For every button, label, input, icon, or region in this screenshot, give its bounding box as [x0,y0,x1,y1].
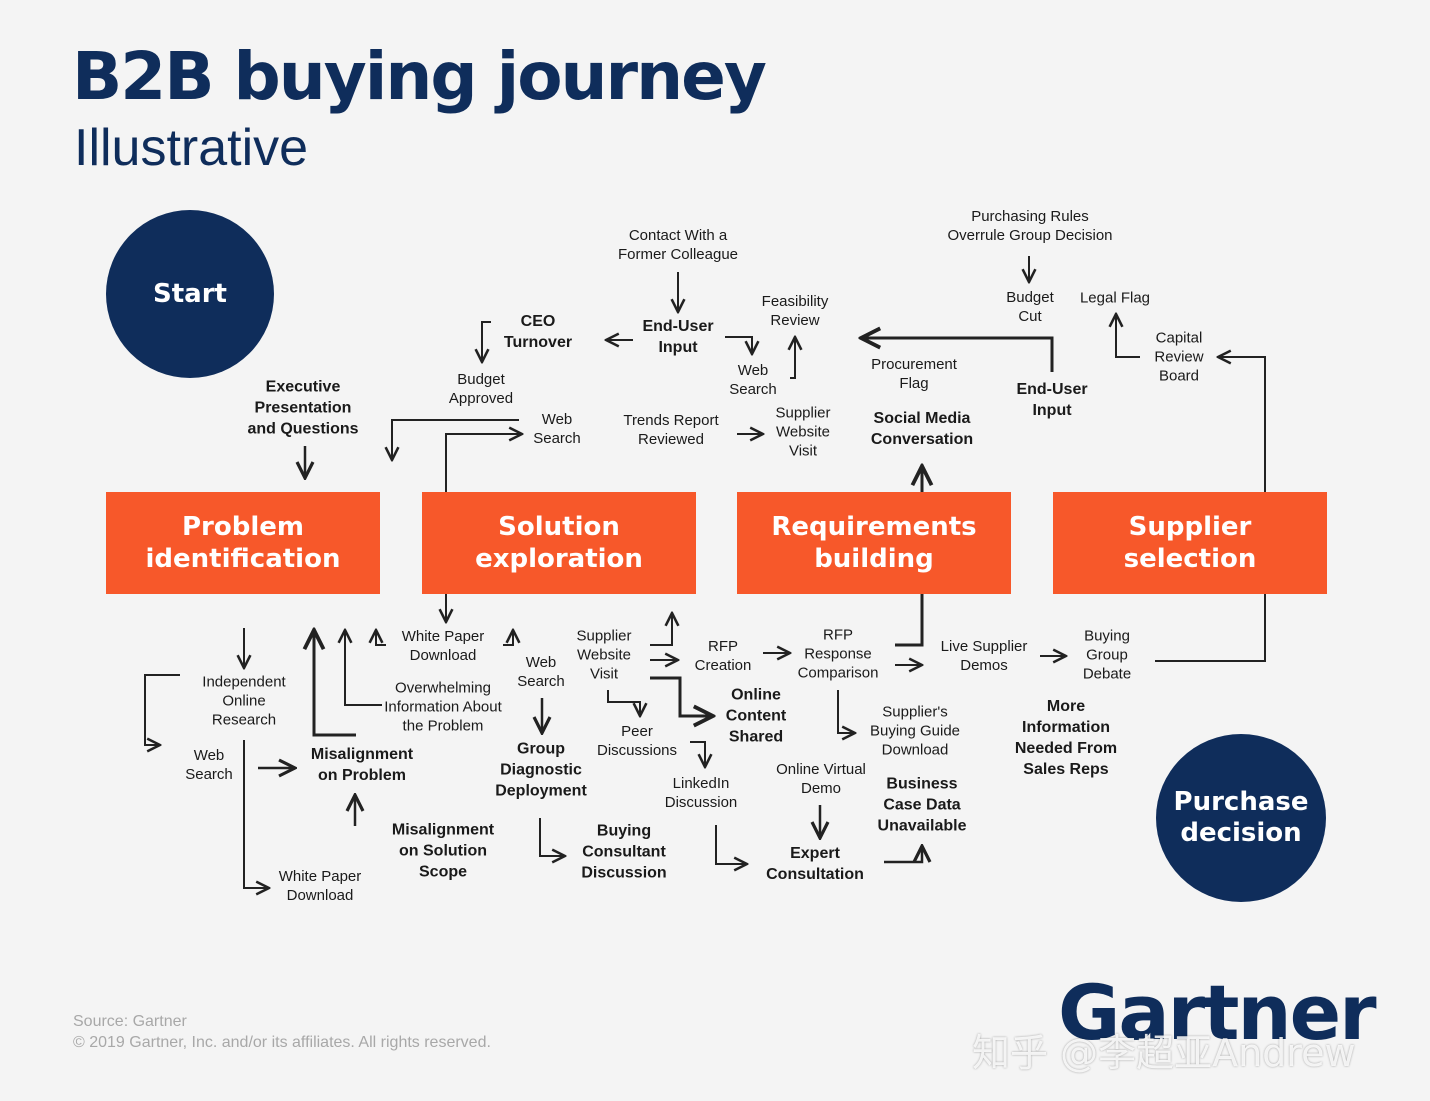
node-feasibility-review: Feasibility Review [761,293,829,329]
node-overwhelming-info: Overwhelming Information About the Probl… [384,679,502,735]
node-supplier-website-bottom: Supplier Website Visit [576,627,632,683]
node-ceo-turnover: CEO Turnover [503,313,573,351]
stage-label: Solution exploration [475,512,643,574]
copyright-note: © 2019 Gartner, Inc. and/or its affiliat… [73,1034,491,1051]
stage-problem-identification: Problem identification [106,492,380,594]
stage-supplier-selection: Supplier selection [1053,492,1327,594]
node-business-case-data: Business Case Data Unavailable [877,775,967,835]
node-suppliers-buying-guide: Supplier's Buying Guide Download [869,703,961,759]
watermark: 知乎 @李超亚Andrew [972,1031,1356,1075]
page-subtitle: Illustrative [74,119,309,177]
node-online-virtual-demo: Online Virtual Demo [776,761,866,797]
start-circle: Start [106,210,274,378]
node-trends-report: Trends Report Reviewed [623,412,719,448]
stage-label: Requirements building [771,512,977,574]
stage-requirements-building: Requirements building [737,492,1011,594]
gartner-logo: Gartner [1058,968,1377,1057]
node-capital-review-board: Capital Review Board [1154,329,1204,385]
node-executive-presentation: Executive Presentation and Questions [247,378,359,438]
node-white-paper-bottom: White Paper Download [278,868,362,904]
node-purchasing-rules: Purchasing Rules Overrule Group Decision [947,208,1113,244]
node-end-user-input-top: End-User Input [642,318,714,356]
stage-label: Problem identification [145,512,341,574]
node-expert-consultation: Expert Consultation [766,845,864,883]
node-web-search-bottom-left: Web Search [185,747,233,783]
node-white-paper-mid: White Paper Download [401,628,485,664]
node-budget-cut: Budget Cut [1006,289,1054,325]
node-web-search-top-right: Web Search [729,362,777,398]
node-web-search-top-left: Web Search [533,411,581,447]
node-end-user-input-right: End-User Input [1016,381,1088,419]
node-procurement-flag: Procurement Flag [871,356,957,392]
node-independent-research: Independent Online Research [202,673,286,729]
node-buying-group-debate: Buying Group Debate [1082,627,1132,683]
node-live-supplier-demos: Live Supplier Demos [940,638,1028,674]
node-buying-consultant: Buying Consultant Discussion [581,822,667,882]
node-budget-approved: Budget Approved [448,371,514,407]
purchase-decision-label: Purchase decision [1173,787,1309,848]
stage-solution-exploration: Solution exploration [422,492,696,594]
node-peer-discussions: Peer Discussions [596,723,678,759]
node-legal-flag: Legal Flag [1079,289,1151,307]
start-label: Start [153,279,227,309]
purchase-decision-circle: Purchase decision [1156,734,1326,902]
node-rfp-creation: RFP Creation [694,638,752,674]
node-online-content-shared: Online Content Shared [725,686,787,746]
node-rfp-response: RFP Response Comparison [797,626,879,682]
node-linkedin-discussion: LinkedIn Discussion [664,775,738,811]
page-title: B2B buying journey [72,38,767,115]
node-social-media: Social Media Conversation [870,410,974,448]
node-more-information: More Information Needed From Sales Reps [1014,698,1118,778]
node-web-search-bottom-mid: Web Search [517,654,565,690]
node-misalignment-scope: Misalignment on Solution Scope [391,821,495,881]
node-group-diagnostic: Group Diagnostic Deployment [495,740,587,800]
source-note: Source: Gartner [73,1013,187,1030]
node-supplier-website-top: Supplier Website Visit [775,404,831,460]
stage-label: Supplier selection [1123,512,1257,574]
node-misalignment-problem: Misalignment on Problem [310,746,414,784]
node-contact-former-colleague: Contact With a Former Colleague [617,227,739,263]
